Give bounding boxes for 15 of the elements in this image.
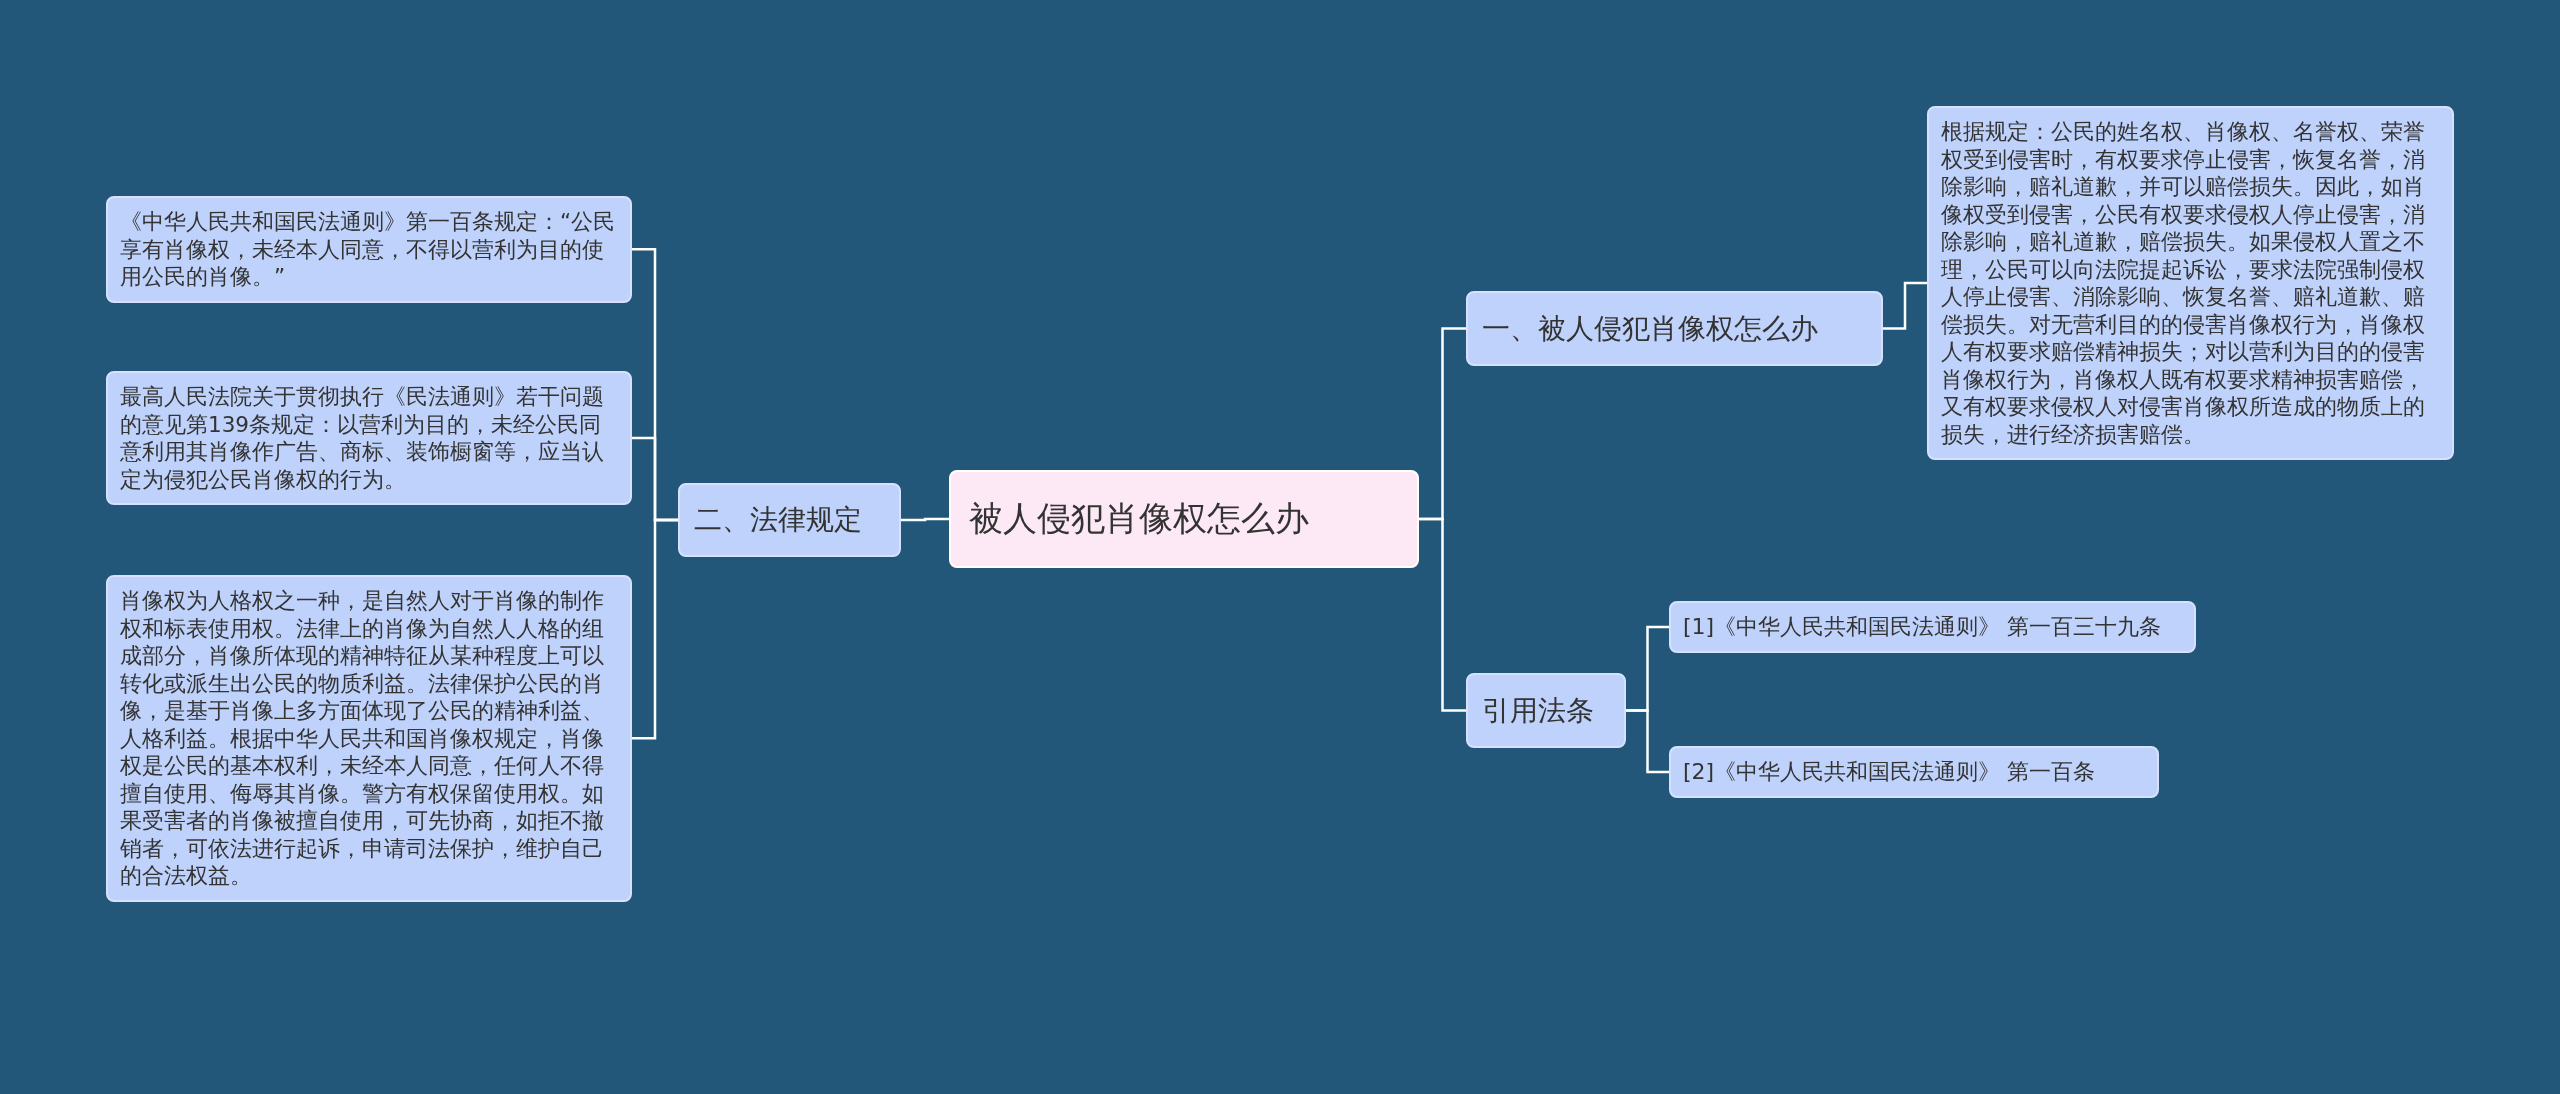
text-card: 肖像权为人格权之一种，是自然人对于肖像的制作权和标表使用权。法律上的肖像为自然人人格的组成部分，肖像所体现的精神特征从某种程度上可以转化或派生出公民的物质利益。法律保护公民的肖像，是基于肖像上多方面体现了公民的精神利益、人格利益。根据中华人民共和国肖像权规定，肖像权是公民的基本权利，未经本人同意，任何人不得擅自使用、侮辱其肖像。警方有权保留使用权。如果受害者的肖像被擅自使用，可先协商，如拒不撤销者，可依法进行起诉，申请司法保护，维护自己的合法权益。: [106, 575, 632, 902]
connector-line: [1626, 709, 1669, 774]
topic-box: 一、被人侵犯肖像权怎么办: [1466, 291, 1883, 366]
text-card: 《中华人民共和国民法通则》第一百条规定：“公民享有肖像权，未经本人同意，不得以营利为目的使用公民的肖像。”: [106, 196, 632, 303]
central-topic-box: 被人侵犯肖像权怎么办: [949, 470, 1419, 568]
reference-card: [1]《中华人民共和国民法通则》 第一百三十九条: [1669, 601, 2196, 654]
text-card: 根据规定：公民的姓名权、肖像权、名誉权、荣誉权受到侵害时，有权要求停止侵害，恢复名誉，消除影响，赔礼道歉，并可以赔偿损失。因此，如肖像权受到侵害，公民有权要求侵权人停止侵害，消除影响，赔礼道歉，赔偿损失。如果侵权人置之不理，公民可以向法院提起诉讼，要求法院强制侵权人停止侵害、消除影响、恢复名誉、赔礼道歉、赔偿损失。对无营利目的的侵害肖像权行为，肖像权人有权要求赔偿精神损失；对以营利为目的的侵害肖像权行为，肖像权人既有权要求精神损害赔偿，又有权要求侵权人对侵害肖像权所造成的物质上的损失，进行经济损害赔偿。: [1927, 106, 2454, 461]
topic-box: 引用法条: [1466, 673, 1626, 748]
connector-line: [1883, 281, 1927, 330]
connector-line: [901, 517, 949, 522]
connector-line: [632, 518, 678, 740]
topic-box: 二、法律规定: [678, 483, 901, 557]
text-card: 最高人民法院关于贯彻执行《民法通则》若干问题的意见第139条规定：以营利为目的，未经公民同意利用其肖像作广告、商标、装饰橱窗等，应当认定为侵犯公民肖像权的行为。: [106, 371, 632, 506]
connector-line: [1419, 517, 1466, 712]
reference-card: [2]《中华人民共和国民法通则》 第一百条: [1669, 746, 2159, 799]
